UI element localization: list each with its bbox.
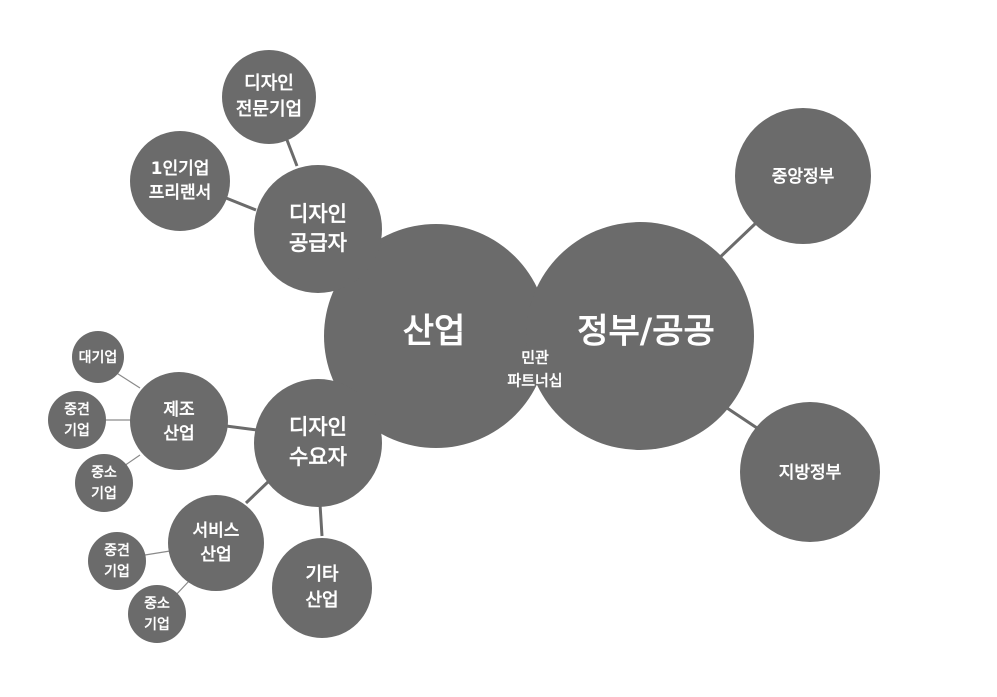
svc-midsize-label-2: 기업 [104, 564, 130, 580]
mfg-midsize-node [48, 391, 106, 449]
manufacturing-label-2: 산업 [163, 424, 194, 444]
design-supplier-label-2: 공급자 [289, 231, 348, 255]
connector-mfg-large [114, 371, 141, 389]
design-firm-label-1: 디자인 [244, 73, 294, 94]
government-node [526, 222, 754, 450]
central-gov-node [735, 108, 871, 244]
design-demander-label-1: 디자인 [289, 415, 347, 439]
industry-label: 산업 [403, 312, 466, 352]
partnership-label-2: 파트너십 [507, 372, 562, 390]
large-corp-node [72, 331, 124, 383]
connector-supplier-designfirm [285, 139, 299, 167]
service-node [168, 495, 264, 591]
large-corp-label: 대기업 [79, 350, 118, 366]
design-supplier-label-1: 디자인 [289, 202, 347, 226]
connector-supplier-freelancer [225, 196, 257, 212]
svc-small-label-1: 중소 [144, 596, 170, 612]
manufacturing-label-1: 제조 [163, 400, 195, 420]
industry-node [324, 224, 548, 448]
svc-small-label-2: 기업 [144, 617, 170, 633]
mfg-midsize-label-1: 중견 [64, 401, 90, 418]
mfg-small-node [75, 454, 133, 512]
connector-mfg-small [123, 454, 141, 467]
connector-demander-manufacturing [225, 424, 258, 432]
freelancer-label-1: 1인기업 [151, 159, 210, 179]
service-label-1: 서비스 [193, 521, 240, 541]
design-demander-label-2: 수요자 [289, 445, 348, 469]
mfg-midsize-label-2: 기업 [64, 423, 90, 439]
connector-demander-service [244, 478, 272, 505]
other-node [272, 538, 372, 638]
freelancer-node [130, 131, 230, 231]
central-gov-label: 중앙정부 [772, 167, 835, 187]
svc-midsize-label-1: 중견 [104, 542, 130, 559]
design-supplier-node [254, 165, 382, 293]
connector-svc-midsize [144, 550, 171, 556]
local-gov-node [740, 402, 880, 542]
design-demander-node [254, 379, 382, 507]
other-label-2: 산업 [305, 590, 338, 611]
service-label-2: 산업 [200, 545, 231, 565]
svc-small-node [128, 585, 186, 643]
other-label-1: 기타 [305, 564, 339, 585]
mfg-small-label-2: 기업 [91, 486, 117, 502]
freelancer-label-2: 프리랜서 [149, 183, 212, 203]
connector-demander-other [318, 503, 324, 537]
local-gov-label: 지방정부 [779, 463, 842, 483]
partnership-label-1: 민관 [521, 349, 549, 367]
manufacturing-node [130, 372, 228, 470]
svc-midsize-node [88, 532, 146, 590]
connector-gov-central [713, 220, 759, 264]
design-firm-label-2: 전문기업 [236, 99, 302, 120]
connector-gov-local [726, 406, 758, 430]
government-label: 정부/공공 [577, 312, 715, 352]
design-firm-node [222, 50, 316, 144]
mfg-small-label-1: 중소 [91, 465, 117, 481]
